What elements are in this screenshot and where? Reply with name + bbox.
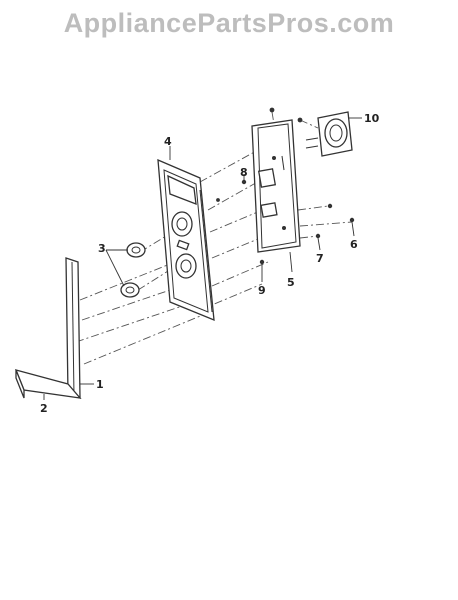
part-5-mounting-plate	[251, 119, 301, 253]
callout-9: 9	[258, 284, 266, 297]
part-4-control-panel	[157, 158, 215, 322]
part-10-switch	[305, 111, 353, 157]
callout-3: 3	[98, 242, 106, 255]
site-watermark: AppliancePartsPros.com	[63, 8, 395, 38]
callout-labels: 1 2 3 4 5 6 7 8 9 10	[40, 112, 380, 415]
part-2-base-trim	[14, 369, 82, 399]
callout-5: 5	[287, 276, 295, 289]
part-3-knobs	[120, 242, 146, 298]
callout-6: 6	[350, 238, 358, 251]
callout-2: 2	[40, 402, 48, 415]
callout-4: 4	[164, 135, 172, 148]
callout-7: 7	[316, 252, 324, 265]
callout-8: 8	[240, 166, 248, 179]
callout-1: 1	[96, 378, 104, 391]
part-1-side-trim	[65, 257, 81, 399]
alignment-lines	[75, 111, 353, 365]
callout-10: 10	[364, 112, 380, 125]
